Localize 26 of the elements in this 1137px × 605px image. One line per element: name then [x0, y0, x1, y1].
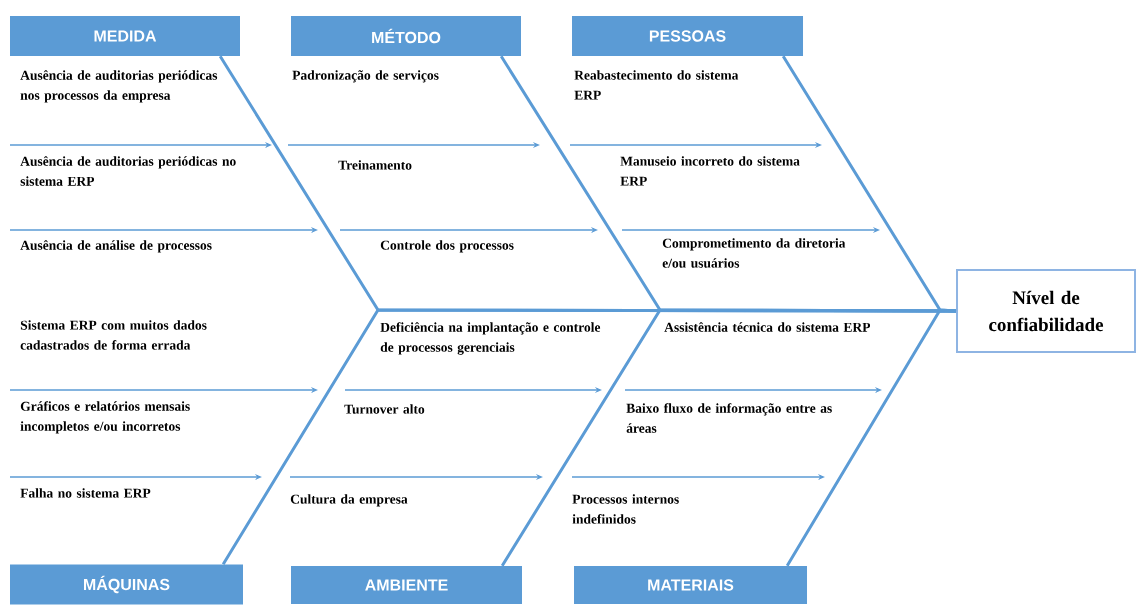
cause-text: Reabastecimento do sistema ERP — [574, 70, 739, 100]
cause-text: Manuseio incorreto do sistema ERP — [620, 156, 800, 186]
cause-text: Baixo fluxo de informação entre as áreas — [626, 403, 832, 433]
cause-text: Sistema ERP com muitos dados cadastrados de forma errada — [20, 320, 207, 350]
cause-text: Treinamento — [338, 160, 412, 170]
cause-text: Ausência de auditorias periódicas no sistema ERP — [20, 156, 236, 186]
cause-text: Deficiência na implantação e controle de processos gerenciais — [380, 322, 601, 355]
cause-text: Controle dos processos — [380, 240, 514, 253]
cause-text: Falha no sistema ERP — [20, 488, 151, 498]
fishbone-line — [785, 308, 957, 567]
cause-text: Padronização de serviços — [292, 70, 439, 83]
category-box: MATERIAIS — [574, 566, 807, 604]
cause-text: Cultura da empresa — [290, 494, 408, 507]
category-box: MEDIDA — [10, 16, 240, 56]
cause-text: Assistência técnica do sistema ERP — [664, 322, 871, 332]
cause-text: Processos internos indefinidos — [572, 494, 679, 524]
effect-box: Nível de confiabilidade — [956, 269, 1136, 353]
category-box: MÉTODO — [291, 16, 521, 56]
cause-text: Ausência de análise de processos — [20, 240, 212, 253]
category-box: PESSOAS — [572, 16, 803, 56]
cause-text: Turnover alto — [344, 404, 425, 414]
cause-text: Ausência de auditorias periódicas nos processos da empresa — [20, 70, 218, 103]
category-box: AMBIENTE — [291, 566, 522, 604]
cause-text: Comprometimento da diretoria e/ou usuários — [662, 238, 846, 268]
category-box: MÁQUINAS — [10, 564, 243, 605]
cause-text: Gráficos e relatórios mensais incompletos e/ou incorretos — [20, 401, 190, 434]
